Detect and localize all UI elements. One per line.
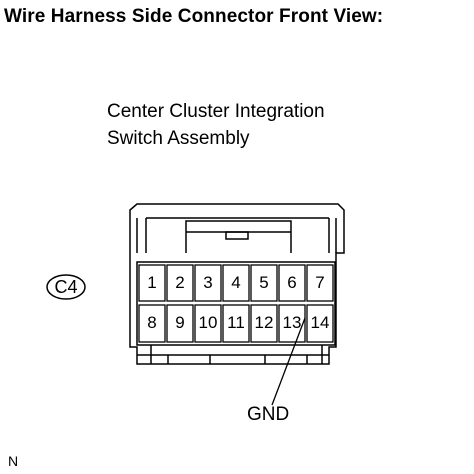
pin-label: 5 [259, 273, 269, 292]
pin-label: 2 [175, 273, 185, 292]
component-name: Center Cluster Integration Switch Assemb… [107, 98, 325, 152]
connector-lock-tab [185, 220, 292, 253]
gnd-callout-label: GND [247, 404, 290, 425]
pin-label: 13 [282, 313, 302, 332]
pin-cell [138, 264, 166, 302]
pin-cell [250, 264, 278, 302]
pin-label: 14 [310, 313, 330, 332]
component-name-line1: Center Cluster Integration [107, 101, 325, 122]
pin-label: 7 [315, 273, 325, 292]
pin-label: 8 [147, 313, 157, 332]
connector-left-latch [136, 218, 147, 253]
pin-cell [166, 264, 194, 302]
pin-label: 10 [198, 313, 218, 332]
connector-right-latch [328, 218, 337, 253]
pin-label: 3 [203, 273, 213, 292]
pin-label: 6 [287, 273, 297, 292]
connector-code-badge [46, 274, 86, 300]
pin-cell [278, 264, 306, 302]
connector-lock-notch [225, 231, 249, 240]
connector-bottom-key-mid [167, 355, 308, 364]
pin-cell [222, 264, 250, 302]
footer-code: N [8, 453, 19, 469]
pin-cell [250, 304, 278, 343]
component-name-line2: Switch Assembly [107, 128, 250, 149]
pin-cell [166, 304, 194, 343]
pin-cell [278, 304, 306, 343]
page-title: Wire Harness Side Connector Front View: [4, 6, 384, 27]
pin-area-frame [136, 261, 336, 346]
pin-cell [194, 264, 222, 302]
pin-cell [222, 304, 250, 343]
pin-label: 12 [254, 313, 274, 332]
pin-label: 4 [231, 273, 241, 292]
connector-code: C4 [54, 277, 78, 297]
gnd-leader-line [271, 317, 306, 406]
pin-label: 1 [147, 273, 157, 292]
pin-label: 9 [175, 313, 185, 332]
pin-label: 11 [227, 313, 245, 332]
pin-cell [306, 264, 334, 302]
pin-cell [194, 304, 222, 343]
pin-cell [138, 304, 166, 343]
pin-cell [306, 304, 334, 343]
